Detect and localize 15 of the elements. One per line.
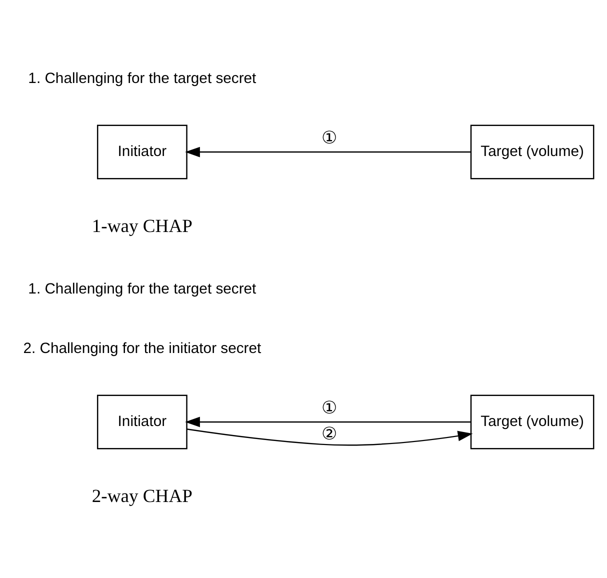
edge-label: ① [321, 127, 336, 148]
edge-label: ② [321, 423, 336, 444]
edge-label: ① [321, 397, 336, 418]
label: 1. Challenging for the target secret [28, 280, 256, 297]
label: 2. Challenging for the initiator secret [23, 340, 262, 356]
arrow [186, 428, 473, 446]
arrow [185, 416, 471, 427]
node-box: Target (volume) [470, 394, 594, 449]
node-box: Target (volume) [470, 124, 594, 179]
node-box: Initiator [96, 124, 188, 179]
label: 2-way CHAP [92, 485, 192, 506]
label: 1-way CHAP [92, 215, 192, 236]
label: 1. Challenging for the target secret [28, 70, 256, 86]
arrow [185, 146, 471, 157]
node-box: Initiator [96, 394, 188, 449]
